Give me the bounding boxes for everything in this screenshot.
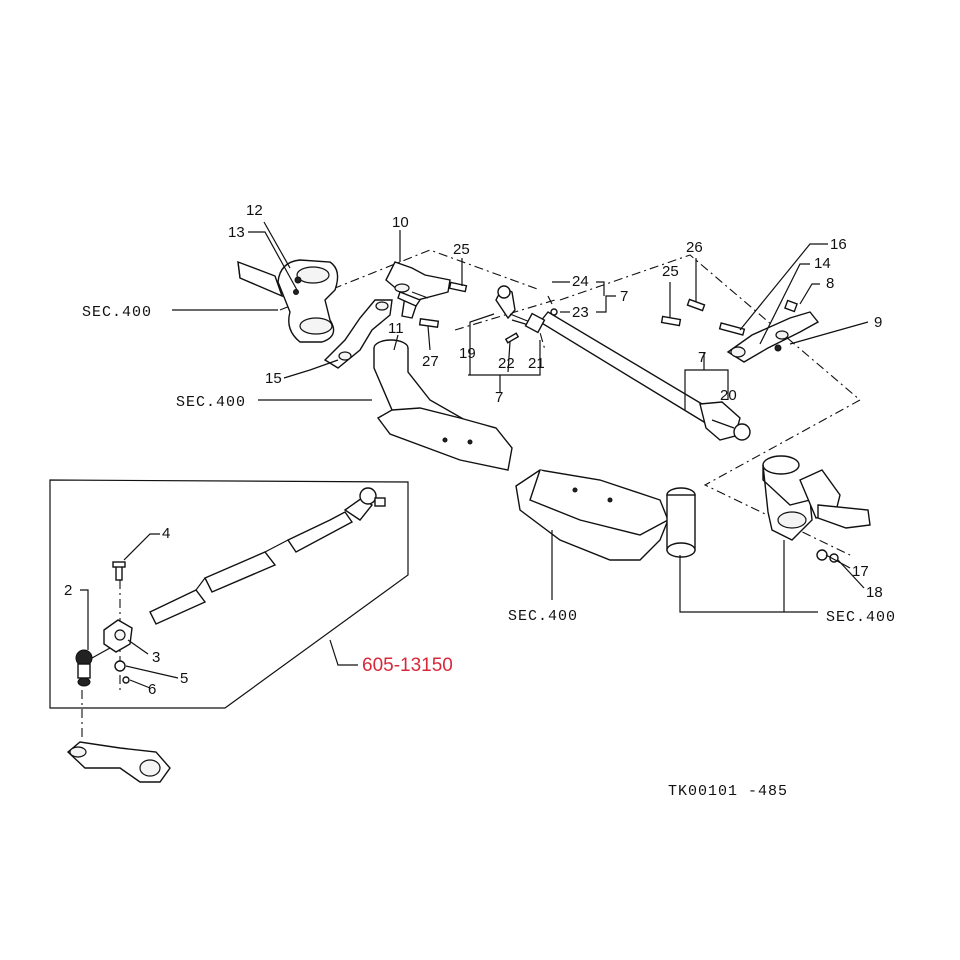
callout-26: 26 [686, 239, 703, 256]
callout-11: 11 [388, 320, 404, 337]
callout-21: 21 [528, 355, 545, 372]
detail-box [49, 479, 409, 709]
sec-ref-bottom-center: SEC.400 [508, 608, 578, 625]
callout-3: 3 [152, 649, 160, 666]
reference-lines [81, 249, 861, 740]
figure-code: TK00101 -485 [668, 783, 788, 800]
callout-5: 5 [180, 670, 188, 687]
leader-lines [80, 221, 869, 689]
callout-15: 15 [265, 370, 282, 387]
tie-rod-main [495, 285, 751, 441]
callout-6: 6 [148, 681, 156, 698]
callout-23: 23 [572, 304, 589, 321]
callout-4: 4 [162, 525, 170, 542]
section-references: SEC.400 SEC.400 SEC.400 SEC.400 [82, 304, 896, 626]
part-number-label: 605-13150 [362, 655, 453, 676]
bolt-4 [112, 561, 126, 581]
callout-13: 13 [228, 224, 245, 241]
washer-6 [122, 676, 130, 684]
sec-ref-mid-left: SEC.400 [176, 394, 246, 411]
sec-ref-bottom-right: SEC.400 [826, 609, 896, 626]
callout-27: 27 [422, 353, 439, 370]
steering-arm-10 [385, 261, 451, 319]
pitman-arm [66, 741, 171, 783]
callout-16: 16 [830, 236, 847, 253]
bolt-25-left [448, 281, 468, 293]
steering-knuckle-right [762, 455, 871, 563]
callout-7-mid: 7 [495, 389, 503, 406]
cotter-24 [547, 295, 553, 305]
bolt-22 [504, 332, 520, 344]
callout-7-top: 7 [620, 288, 628, 305]
nut-5 [114, 660, 126, 672]
link-15 [323, 299, 393, 369]
callout-18: 18 [866, 584, 883, 601]
callout-7-right: 7 [698, 349, 706, 366]
callout-25-left: 25 [453, 241, 470, 258]
callout-2: 2 [64, 582, 72, 599]
callout-10: 10 [392, 214, 409, 231]
bolt-27 [418, 317, 440, 329]
sec-ref-top-left: SEC.400 [82, 304, 152, 321]
callout-8: 8 [826, 275, 834, 292]
axle-beam [373, 339, 696, 561]
idler-arm-right [660, 298, 820, 363]
callout-14: 14 [814, 255, 831, 272]
clamp-3 [103, 619, 133, 653]
callout-24: 24 [572, 273, 589, 290]
callout-12: 12 [246, 202, 263, 219]
callout-19: 19 [459, 345, 476, 362]
nut-23 [550, 308, 558, 316]
callout-25-right: 25 [662, 263, 679, 280]
callout-22: 22 [498, 355, 515, 372]
callout-20: 20 [720, 387, 737, 404]
callout-labels: 12 13 10 25 11 27 15 24 23 7 19 22 21 7 … [64, 202, 883, 698]
callout-17: 17 [852, 563, 869, 580]
callout-9: 9 [874, 314, 882, 331]
drag-link [149, 487, 386, 625]
tie-rod-end-2 [75, 647, 111, 687]
steering-knuckle-left [237, 259, 339, 343]
